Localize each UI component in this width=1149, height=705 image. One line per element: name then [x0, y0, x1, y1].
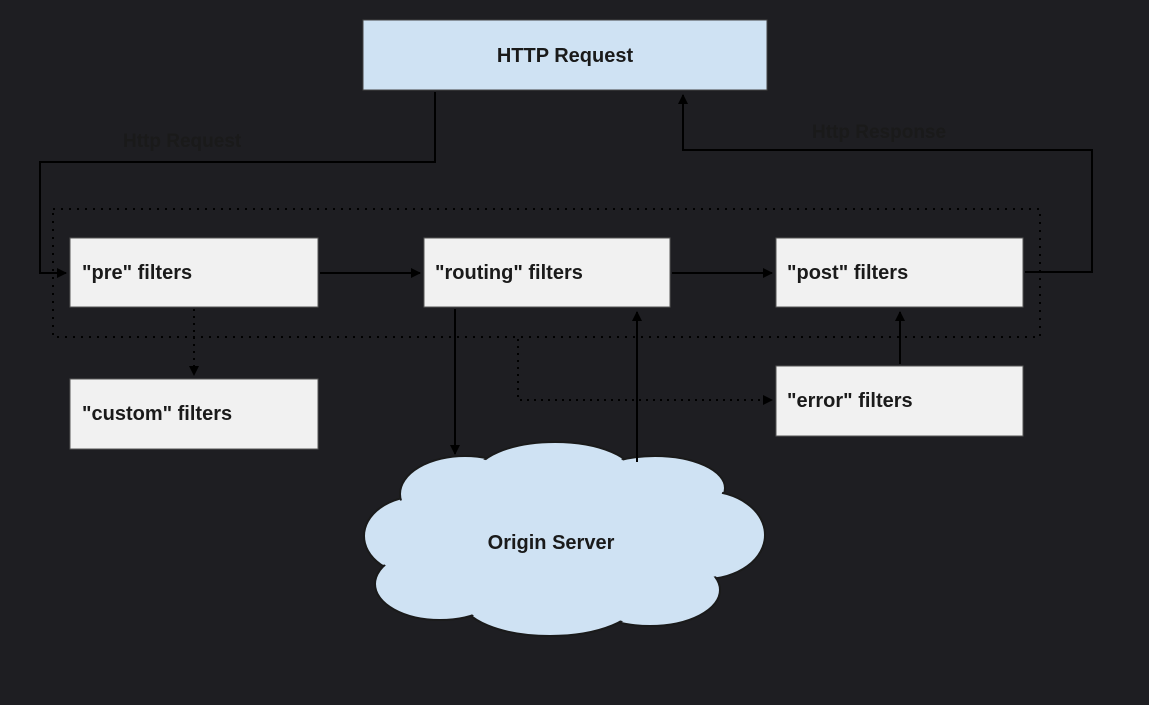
- post-filters-node: "post" filters: [775, 237, 1024, 308]
- edge-request-label: Http Request: [123, 131, 242, 152]
- origin-server-node: Origin Server: [363, 441, 766, 637]
- error-filters-node: "error" filters: [775, 365, 1024, 437]
- edge-response-label: Http Response: [812, 122, 946, 143]
- custom-filters-label: "custom" filters: [82, 403, 232, 425]
- origin-server-label: Origin Server: [488, 532, 615, 554]
- post-filters-label: "post" filters: [787, 262, 908, 284]
- pre-filters-node: "pre" filters: [69, 237, 319, 308]
- custom-filters-node: "custom" filters: [69, 378, 319, 450]
- routing-filters-box: [423, 237, 671, 308]
- routing-filters-node: "routing" filters: [423, 237, 671, 308]
- edge-post-to-response: [678, 94, 1093, 273]
- http-request-node: HTTP Request: [362, 19, 768, 91]
- http-request-box: [362, 19, 768, 91]
- http-request-label: HTTP Request: [497, 45, 634, 67]
- pre-filters-box: [69, 237, 319, 308]
- custom-filters-box: [69, 378, 319, 450]
- edge-to-error-filters: [517, 339, 773, 405]
- pre-filters-label: "pre" filters: [82, 262, 192, 284]
- edge-request-to-pre: [39, 92, 436, 278]
- error-filters-label: "error" filters: [787, 390, 913, 412]
- error-filters-box: [775, 365, 1024, 437]
- post-filters-box: [775, 237, 1024, 308]
- routing-filters-label: "routing" filters: [435, 262, 583, 284]
- filter-chain-boundary: [52, 208, 1041, 338]
